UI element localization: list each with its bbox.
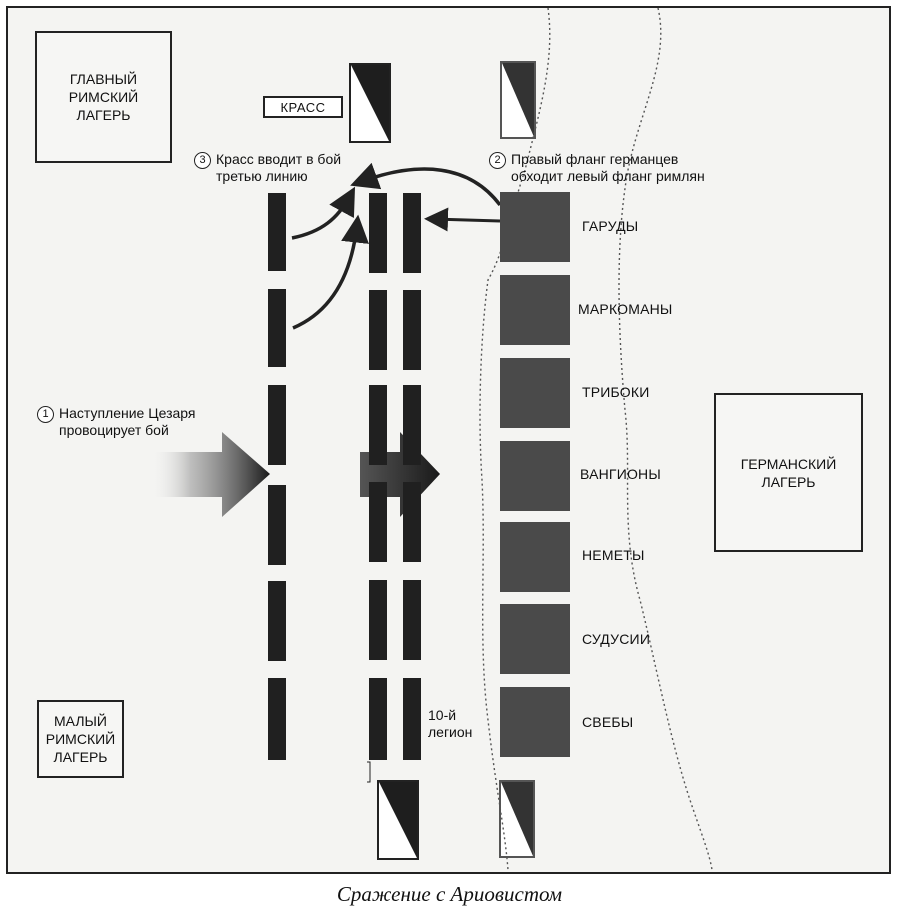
- tribe-label: СУДУСИИ: [582, 631, 651, 647]
- cavalry-flag-top-right: [500, 61, 536, 139]
- cavalry-flag-bottom-right: [499, 780, 535, 858]
- figure-caption: Сражение с Ариовистом: [336, 882, 563, 906]
- roman-cavalry-flag-bottom: [377, 780, 419, 860]
- main-roman-camp-label: ГЛАВНЫЙ РИМСКИЙ ЛАГЕРЬ: [68, 71, 139, 123]
- krass-arrow-lower: [292, 214, 369, 330]
- roman-line-2-unit: [369, 678, 387, 760]
- river-bank-right: [618, 7, 713, 871]
- roman-line-3-unit: [403, 385, 421, 465]
- roman-line-2-unit: [369, 385, 387, 465]
- tribe-block-harudes: [500, 192, 570, 262]
- tribe-label: МАРКОМАНЫ: [578, 301, 673, 317]
- roman-line-3-unit: [403, 193, 421, 273]
- tribe-block-triboci: [500, 358, 570, 428]
- roman-line-3-unit: [403, 678, 421, 760]
- krass-label: КРАСС: [263, 96, 343, 118]
- small-roman-camp-label: МАЛЫЙ РИМСКИЙ ЛАГЕРЬ: [45, 713, 116, 765]
- roman-line-2-unit: [369, 290, 387, 370]
- tribe-block-nemetes: [500, 522, 570, 592]
- tribe-label: ГАРУДЫ: [582, 218, 639, 234]
- legion-tick: [367, 761, 371, 783]
- step-1-text: Наступление Цезаря провоцирует бой: [59, 405, 196, 438]
- tribe-block-vangiones: [500, 441, 570, 511]
- roman-line-1-unit: [268, 581, 286, 661]
- step-3-annotation: 3 Красс вводит в бой третью линию: [194, 151, 394, 185]
- tribe-block-suebi: [500, 687, 570, 757]
- tribe-label: ТРИБОКИ: [582, 384, 650, 400]
- roman-line-3-unit: [403, 482, 421, 562]
- tribe-label: НЕМЕТЫ: [582, 547, 645, 563]
- step-2-annotation: 2 Правый фланг германцев обходит левый фл…: [489, 151, 749, 185]
- tenth-legion-label: 10-й легион: [428, 707, 473, 740]
- roman-line-1-unit: [268, 193, 286, 271]
- german-flank-arrow: [350, 162, 502, 207]
- roman-line-1-unit: [268, 385, 286, 465]
- tribe-label: ВАНГИОНЫ: [580, 466, 661, 482]
- roman-line-1-unit: [268, 678, 286, 760]
- roman-line-2-unit: [369, 193, 387, 273]
- step-3-text: Красс вводит в бой третью линию: [216, 151, 342, 184]
- step-3-number: 3: [194, 152, 211, 169]
- roman-cavalry-flag-top: [349, 63, 391, 143]
- krass-arrow-upper: [291, 186, 356, 240]
- roman-line-3-unit: [403, 290, 421, 370]
- tribe-block-sedusii: [500, 604, 570, 674]
- german-camp: ГЕРМАНСКИЙ ЛАГЕРЬ: [714, 393, 863, 552]
- step-2-text: Правый фланг германцев обходит левый фла…: [511, 151, 705, 184]
- roman-line-1-unit: [268, 289, 286, 367]
- german-flank-arrow-short: [424, 207, 501, 232]
- step-1-annotation: 1 Наступление Цезаря провоцирует бой: [37, 405, 237, 439]
- tribe-block-marcomanni: [500, 275, 570, 345]
- roman-line-2-unit: [369, 482, 387, 562]
- step-2-number: 2: [489, 152, 506, 169]
- roman-line-1-unit: [268, 485, 286, 565]
- caesar-advance-arrow: [148, 432, 270, 517]
- german-camp-label: ГЕРМАНСКИЙ ЛАГЕРЬ: [740, 455, 837, 490]
- small-roman-camp: МАЛЫЙ РИМСКИЙ ЛАГЕРЬ: [37, 700, 124, 778]
- river-bank-left: [479, 7, 551, 871]
- roman-line-3-unit: [403, 580, 421, 660]
- main-roman-camp: ГЛАВНЫЙ РИМСКИЙ ЛАГЕРЬ: [35, 31, 172, 163]
- tribe-label: СВЕБЫ: [582, 714, 634, 730]
- roman-line-2-unit: [369, 580, 387, 660]
- step-1-number: 1: [37, 406, 54, 423]
